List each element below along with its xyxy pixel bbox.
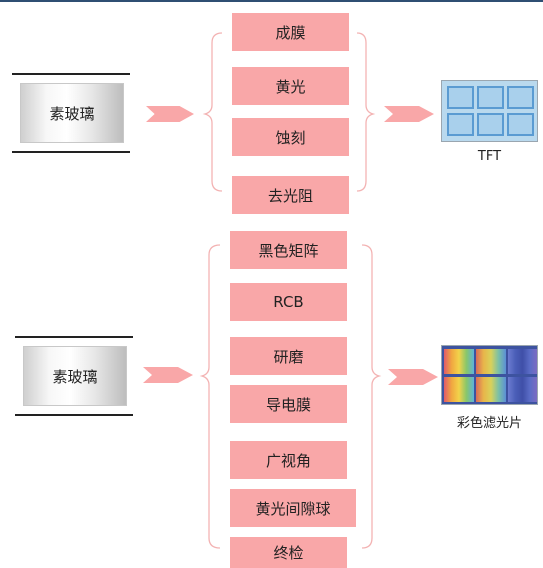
color-filter-caption: 彩色滤光片 <box>456 416 522 431</box>
step-box: 黑色矩阵 <box>230 231 347 269</box>
step-box: 导电膜 <box>230 385 347 423</box>
glass-label: 素玻璃 <box>20 83 124 143</box>
step-box: 黄光间隙球 <box>230 489 356 527</box>
raw-glass-tft: 素玻璃 <box>12 73 130 153</box>
step-box: 去光阻 <box>232 176 349 214</box>
glass-label: 素玻璃 <box>23 346 127 406</box>
tft-panel-image <box>441 80 538 142</box>
top-border-line <box>0 0 543 2</box>
step-box: 蚀刻 <box>232 118 349 156</box>
arrow-icon <box>384 106 434 122</box>
step-box: 成膜 <box>232 13 349 51</box>
arrow-icon <box>146 106 194 122</box>
step-box: 黄光 <box>232 67 349 105</box>
glass-top-bar <box>12 73 130 75</box>
color-filter-image <box>441 345 538 405</box>
step-box: 广视角 <box>230 441 347 479</box>
raw-glass-cf: 素玻璃 <box>15 336 133 416</box>
step-box: RCB <box>230 283 347 321</box>
arrow-icon <box>388 369 438 385</box>
glass-bottom-bar <box>12 151 130 153</box>
tft-caption: TFT <box>477 149 502 164</box>
glass-bottom-bar <box>15 414 133 416</box>
step-box: 终检 <box>230 537 347 568</box>
arrow-icon <box>143 367 193 383</box>
step-box: 研磨 <box>230 337 347 375</box>
glass-top-bar <box>15 336 133 338</box>
